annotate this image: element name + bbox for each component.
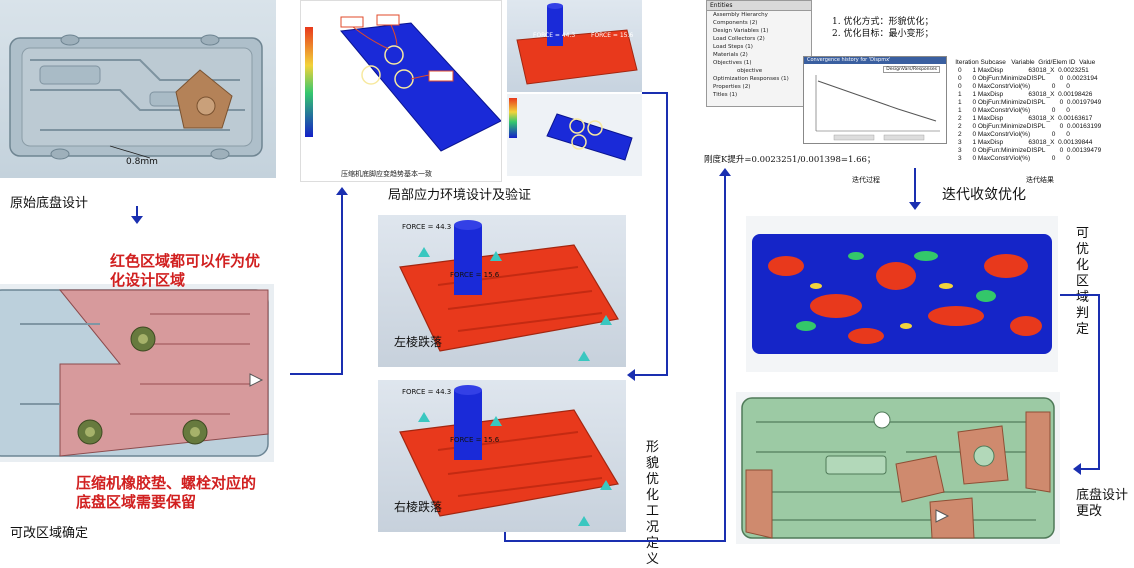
- caption-original-design: 原始底盘设计: [10, 196, 89, 211]
- tree-item[interactable]: Load Steps (1): [713, 44, 753, 50]
- iteration-table: Iteration Subcase Variable Grid/Elem ID …: [948, 52, 1132, 162]
- caption-editable-region: 可改区域确定: [10, 526, 89, 541]
- caption-right-drop: 右棱跌落: [394, 500, 443, 514]
- flow-arrow-5: [914, 168, 916, 204]
- table-row: 2 1 MaxDisp 63018_X 0.00163617: [958, 115, 1093, 122]
- editable-region-drawing: [0, 289, 269, 457]
- updated-chassis-image: [736, 392, 1060, 544]
- stress-contour-image: 压缩机底脚应变趋势基本一致: [300, 0, 502, 182]
- original-chassis-image: 0.8mm: [0, 0, 276, 178]
- editable-region-image: [0, 284, 274, 462]
- caption-iterative-opt: 迭代收敛优化: [942, 187, 1026, 203]
- iter-result-label: 迭代结果: [1026, 176, 1054, 184]
- tree-item-child[interactable]: objective: [737, 68, 763, 74]
- tree-item[interactable]: Objectives (1): [713, 60, 752, 66]
- table-row: 3 0 ObjFun:MinimizeDISPL 0 0.00139479: [958, 147, 1102, 154]
- caption-chassis-change: 底盘设计更改: [1076, 488, 1129, 519]
- blue-detail-drawing: [509, 98, 633, 161]
- arrowhead-icon: [131, 216, 143, 224]
- updated-chassis-drawing: [741, 397, 1055, 539]
- force-label-a: FORCE = 44.3: [402, 223, 452, 231]
- right-drop-drawing: [399, 385, 619, 526]
- convergence-plot: Convergence history for 'Dispmx' DesignV…: [803, 56, 947, 144]
- stress-contour-drawing: [305, 14, 501, 152]
- entity-tree-panel: Entities Assembly Hierarchy Components (…: [706, 0, 812, 107]
- tree-item[interactable]: Components (2): [713, 20, 758, 26]
- iter-process-label: 迭代过程: [852, 176, 880, 184]
- force-label-c: FORCE = 44.3: [402, 388, 452, 396]
- caption-optimizable: 可优化区域判定: [1076, 226, 1090, 337]
- tree-item[interactable]: Load Collectors (2): [713, 36, 765, 42]
- force-image-top-drawing: [516, 3, 638, 85]
- right-drop-image: FORCE = 44.3 FORCE = 15.6 右棱跌落: [378, 380, 626, 532]
- tree-item[interactable]: Materials (2): [713, 52, 748, 58]
- flow-arrow-4a: [504, 532, 506, 542]
- method-line: 1. 优化方式：形貌优化；: [832, 17, 934, 27]
- goal-line: 2. 优化目标：最小变形；: [832, 29, 934, 39]
- table-row: 1 1 MaxDisp 63018_X 0.00198426: [958, 91, 1093, 98]
- tree-item[interactable]: Design Variables (1): [713, 28, 769, 34]
- table-row: 2 0 ObjFun:MinimizeDISPL 0 0.00163199: [958, 123, 1102, 130]
- callout-red-regions: 红色区域都可以作为优化设计区域: [110, 252, 261, 289]
- arrowhead-icon: [909, 202, 921, 210]
- flow-arrow-4c: [724, 176, 726, 542]
- stiffness-result: 刚度K提升=0.0023251/0.001398=1.66；: [704, 155, 876, 165]
- small-force-label-b: FORCE = 15.6: [591, 32, 634, 39]
- thickness-label: 0.8mm: [126, 157, 158, 167]
- table-row: 3 1 MaxDisp 63018_X 0.00139844: [958, 139, 1093, 146]
- arrowhead-icon: [1073, 463, 1081, 475]
- flow-arrow-6b: [1098, 294, 1100, 470]
- tree-item[interactable]: Properties (2): [713, 84, 751, 90]
- force-image-top: FORCE = 44.3 FORCE = 15.6: [507, 0, 642, 92]
- small-force-label-a: FORCE = 44.3: [533, 32, 576, 39]
- entity-tree-header: Entities: [707, 1, 811, 11]
- blue-detail-image: [507, 94, 642, 176]
- table-row: 1 0 MaxConstrViol(%) 0 0: [958, 107, 1070, 114]
- arrowhead-icon: [719, 168, 731, 176]
- caption-topo-def: 形貌优化工况定义: [646, 440, 660, 567]
- left-drop-image: FORCE = 44.3 FORCE = 15.6 左棱跌落: [378, 215, 626, 367]
- caption-left-drop: 左棱跌落: [394, 335, 443, 349]
- flow-arrow-3c: [634, 374, 668, 376]
- table-header: Iteration Subcase Variable Grid/Elem ID …: [955, 59, 1096, 66]
- table-row: 0 0 ObjFun:MinimizeDISPL 0 0.0023194: [958, 75, 1098, 82]
- tree-item[interactable]: Optimization Responses (1): [713, 76, 789, 82]
- table-row: 0 1 MaxDisp 63018_X 0.0023251: [958, 67, 1089, 74]
- callout-keep-regions: 压缩机橡胶垫、螺栓对应的底盘区域需要保留: [76, 474, 257, 511]
- caption-local-stress: 局部应力环境设计及验证: [388, 188, 532, 203]
- flow-arrow-2a: [290, 373, 342, 375]
- table-row: 3 0 MaxConstrViol(%) 0 0: [958, 155, 1070, 162]
- table-row: 0 0 MaxConstrViol(%) 0 0: [958, 83, 1070, 90]
- flow-arrow-4b: [504, 540, 726, 542]
- flow-arrow-3a: [642, 92, 668, 94]
- flow-arrow-3b: [666, 92, 668, 376]
- plot-legend: DesignVars/Responses: [883, 66, 940, 73]
- plot-title-bar: Convergence history for 'Dispmx': [804, 57, 946, 64]
- flow-arrow-1: [136, 206, 138, 220]
- optimization-contour-image: [746, 216, 1058, 372]
- tree-item[interactable]: Titles (1): [713, 92, 738, 98]
- left-drop-drawing: [399, 220, 619, 361]
- table-row: 2 0 MaxConstrViol(%) 0 0: [958, 131, 1070, 138]
- force-label-d: FORCE = 15.6: [450, 436, 500, 444]
- stress-note: 压缩机底脚应变趋势基本一致: [341, 170, 432, 178]
- arrowhead-icon: [336, 187, 348, 195]
- convergence-curve: [815, 75, 940, 141]
- flow-arrow-2b: [341, 195, 343, 375]
- arrowhead-icon: [627, 369, 635, 381]
- table-row: 1 0 ObjFun:MinimizeDISPL 0 0.00197949: [958, 99, 1102, 106]
- tree-item[interactable]: Assembly Hierarchy: [713, 12, 768, 18]
- optimization-contour-drawing: [752, 234, 1052, 354]
- flow-arrow-6c: [1080, 468, 1100, 470]
- original-chassis-drawing: [9, 34, 263, 160]
- force-label-b: FORCE = 15.6: [450, 271, 500, 279]
- flow-arrow-6a: [1060, 294, 1100, 296]
